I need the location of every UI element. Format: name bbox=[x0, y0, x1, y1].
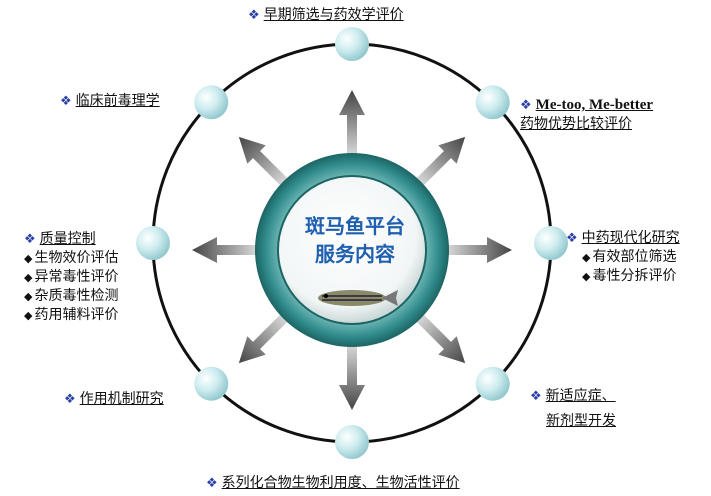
star-bullet-icon: ❖ bbox=[520, 98, 532, 113]
center-disk bbox=[277, 175, 427, 325]
star-bullet-icon: ❖ bbox=[206, 476, 218, 491]
label-top[interactable]: ❖早期筛选与药效学评价 bbox=[248, 6, 404, 25]
list-item: 杂质毒性检测 bbox=[24, 287, 118, 306]
star-bullet-icon: ❖ bbox=[248, 8, 260, 23]
label-title[interactable]: 作用机制研究 bbox=[79, 391, 164, 407]
zebrafish-icon bbox=[318, 290, 398, 306]
label-title[interactable]: 中药现代化研究 bbox=[581, 230, 680, 246]
arrow-left bbox=[192, 237, 257, 263]
star-bullet-icon: ❖ bbox=[60, 94, 72, 109]
label-title-line2[interactable]: 新剂型开发 bbox=[546, 413, 616, 429]
arrow-top-left bbox=[238, 136, 289, 187]
node-bottom bbox=[335, 425, 369, 459]
label-top-right[interactable]: ❖Me-too, Me-better 药物优势比较评价 bbox=[520, 96, 653, 134]
node-bottom-left bbox=[194, 366, 229, 401]
arrow-top-right bbox=[415, 136, 466, 187]
node-top bbox=[335, 27, 369, 61]
node-bottom-right bbox=[475, 366, 510, 401]
arrow-top bbox=[339, 90, 365, 155]
node-top-left bbox=[194, 85, 229, 120]
list-item: 药用辅料评价 bbox=[24, 306, 118, 325]
star-bullet-icon: ❖ bbox=[24, 232, 36, 247]
center-title-line2: 服务内容 bbox=[315, 242, 395, 266]
label-top-left[interactable]: ❖临床前毒理学 bbox=[60, 92, 160, 111]
arrow-bottom bbox=[339, 345, 365, 410]
label-title[interactable]: 质量控制 bbox=[39, 231, 96, 247]
label-title[interactable]: 临床前毒理学 bbox=[75, 93, 160, 109]
label-title[interactable]: 系列化合物生物利用度、生物活性评价 bbox=[221, 475, 460, 491]
label-title[interactable]: Me-too, Me-better bbox=[535, 97, 654, 113]
node-left bbox=[136, 226, 170, 260]
star-bullet-icon: ❖ bbox=[566, 231, 578, 246]
list-item: 有效部位筛选 bbox=[582, 248, 680, 267]
arrow-bottom-right bbox=[415, 313, 466, 364]
label-bottom-left[interactable]: ❖作用机制研究 bbox=[64, 390, 164, 409]
label-bottom[interactable]: ❖系列化合物生物利用度、生物活性评价 bbox=[206, 474, 460, 493]
star-bullet-icon: ❖ bbox=[64, 392, 76, 407]
list-item: 生物效价评估 bbox=[24, 249, 118, 268]
center-title-line1: 斑马鱼平台 bbox=[305, 214, 405, 238]
arrow-bottom-left bbox=[238, 313, 289, 364]
label-right[interactable]: ❖中药现代化研究 有效部位筛选 毒性分拆评价 bbox=[566, 229, 680, 286]
arrow-right bbox=[447, 237, 512, 263]
label-title[interactable]: 早期筛选与药效学评价 bbox=[263, 7, 404, 23]
label-bottom-right[interactable]: ❖新适应症、 新剂型开发 bbox=[530, 384, 616, 433]
node-right bbox=[534, 226, 568, 260]
node-top-right bbox=[475, 85, 510, 120]
list-item: 毒性分拆评价 bbox=[582, 267, 680, 286]
label-title-line2[interactable]: 药物优势比较评价 bbox=[520, 116, 632, 132]
star-bullet-icon: ❖ bbox=[530, 389, 542, 404]
list-item: 异常毒性评价 bbox=[24, 268, 118, 287]
label-left[interactable]: ❖质量控制 生物效价评估 异常毒性评价 杂质毒性检测 药用辅料评价 bbox=[24, 230, 118, 325]
center-title: 斑马鱼平台 服务内容 bbox=[290, 212, 420, 268]
label-title[interactable]: 新适应症、 bbox=[545, 388, 616, 404]
